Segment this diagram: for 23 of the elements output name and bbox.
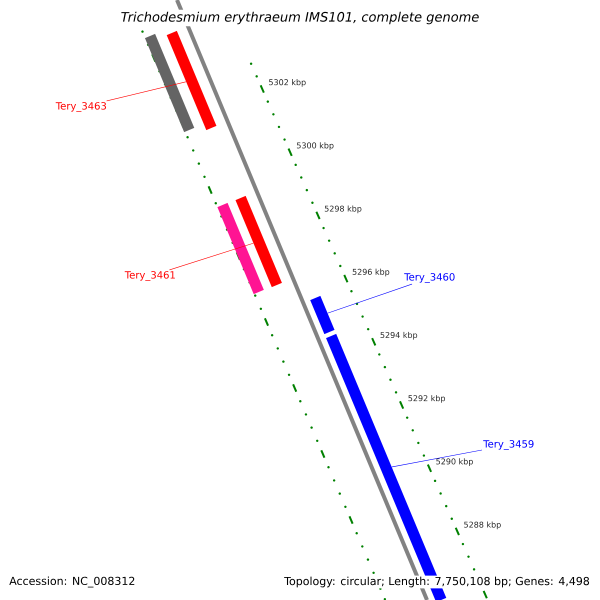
gene-label: Tery_3459 bbox=[483, 440, 534, 450]
tick-label: 5300 kbp bbox=[296, 142, 334, 150]
tick-label: 5290 kbp bbox=[436, 458, 473, 466]
tick-label: 5288 kbp bbox=[464, 521, 501, 530]
gene-label: Tery_3463 bbox=[56, 102, 106, 112]
title: Trichodesmium erythraeum IMS101, complete genome bbox=[118, 10, 482, 26]
gene-bar bbox=[310, 296, 335, 334]
gene-bar bbox=[166, 30, 216, 130]
leader-line bbox=[392, 450, 482, 468]
gene-bar bbox=[144, 34, 194, 132]
leader-line bbox=[327, 284, 412, 314]
accession-text: Accession: NC_008312 bbox=[9, 576, 134, 588]
genome-info-text: Topology: circular; Length: 7,750,108 bp; Genes: 4,498 bbox=[283, 576, 591, 588]
tick-label: 5296 kbp bbox=[352, 268, 390, 276]
gene-bar bbox=[217, 202, 264, 294]
gene-bar bbox=[236, 196, 282, 288]
gene-label: Tery_3461 bbox=[124, 271, 175, 281]
leader-line bbox=[169, 242, 254, 270]
tick-label: 5294 kbp bbox=[380, 332, 418, 340]
tick-label: 5292 kbp bbox=[408, 395, 446, 403]
tick-label: 5302 kbp bbox=[269, 79, 306, 87]
tick-label: 5298 kbp bbox=[324, 205, 362, 214]
gene-label: Tery_3460 bbox=[404, 273, 455, 283]
